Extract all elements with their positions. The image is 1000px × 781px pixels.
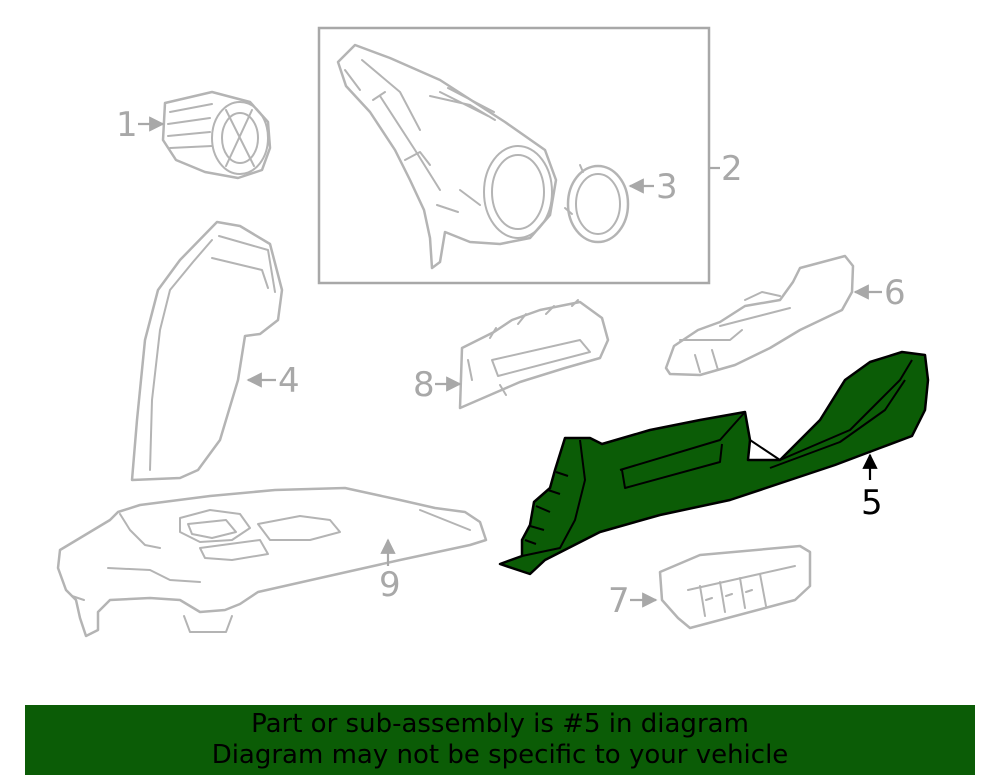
callout-2: 2 [709,149,743,189]
part-5-knee-bolster-highlighted[interactable] [498,350,930,576]
label-part-8: 8 [413,365,435,405]
part-1-air-vent[interactable] [161,90,272,180]
callout-4: 4 [246,361,300,401]
banner-line-2: Diagram may not be specific to your vehi… [211,740,789,770]
label-part-4: 4 [278,361,300,401]
callout-3: 3 [628,167,678,207]
callout-1: 1 [116,105,165,145]
info-banner: Part or sub-assembly is #5 in diagram Di… [25,705,975,775]
label-part-2: 2 [721,149,743,189]
part-9-console-carrier[interactable] [56,486,488,638]
part-4-side-panel[interactable] [130,220,284,482]
callout-8: 8 [413,365,462,405]
callout-5: 5 [861,453,883,523]
label-part-5: 5 [861,483,883,523]
part-7-switch-panel[interactable] [658,544,812,630]
part-6-trim-piece[interactable] [664,254,855,377]
callout-6: 6 [853,273,906,313]
part-2-column-assembly-box[interactable] [317,26,711,285]
label-part-3: 3 [656,167,678,207]
label-part-9: 9 [379,565,401,605]
part-3-trim-ring[interactable] [564,164,630,244]
label-part-1: 1 [116,105,138,145]
label-part-6: 6 [884,273,906,313]
label-part-7: 7 [608,581,630,621]
callout-9: 9 [379,538,401,605]
banner-line-1: Part or sub-assembly is #5 in diagram [251,709,749,739]
part-8-bracket[interactable] [458,299,610,410]
callout-7: 7 [608,581,658,621]
